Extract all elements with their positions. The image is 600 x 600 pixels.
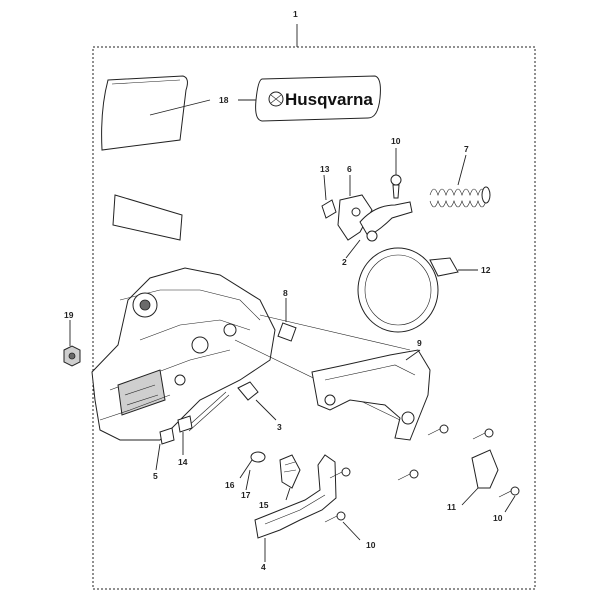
callout-14: 14: [178, 457, 188, 467]
part-17-oring: [250, 451, 266, 463]
part-15-valve: [279, 454, 301, 489]
part-18-decal: [101, 75, 188, 241]
callout-7: 7: [464, 144, 469, 154]
callout-10-bottom-right: 10: [493, 513, 503, 523]
callout-8: 8: [283, 288, 288, 298]
husqvarna-logo-text: Husqvarna: [285, 90, 373, 109]
part-14-pin: [177, 415, 193, 433]
part-10-screw-top: [390, 174, 402, 199]
long-bolt: [185, 391, 230, 432]
part-5-bushing: [159, 427, 175, 445]
callout-19: 19: [64, 310, 74, 320]
callout-5: 5: [153, 471, 158, 481]
callout-labels: 1 2 3 4 5 6 7 8 9 10 10 10 11 12 13 14 1…: [64, 9, 503, 572]
screw-6: [498, 486, 520, 498]
callout-1: 1: [293, 9, 298, 19]
part-13-screw: [321, 199, 337, 219]
callout-9: 9: [417, 338, 422, 348]
part-6-lever: [337, 194, 373, 241]
part-11-block: [471, 449, 499, 489]
part-12-brake-band: [357, 247, 459, 333]
callout-10-bottom-left: 10: [366, 540, 376, 550]
callout-18: 18: [219, 95, 229, 105]
part-19-nut: [63, 345, 81, 367]
part-9-guard: [311, 349, 431, 441]
part-3-clip: [237, 381, 259, 401]
callout-16: 16: [225, 480, 235, 490]
screw-3: [397, 469, 419, 481]
callout-4: 4: [261, 562, 266, 572]
callout-12: 12: [481, 265, 491, 275]
screw-group: [324, 424, 520, 523]
part-7-coil-spring: [429, 186, 491, 208]
callout-13: 13: [320, 164, 330, 174]
part-2-spring: [359, 201, 413, 242]
callout-10-top: 10: [391, 136, 401, 146]
part-4-bracket: [254, 454, 337, 539]
callout-6: 6: [347, 164, 352, 174]
callout-15: 15: [259, 500, 269, 510]
screw-4: [427, 424, 449, 436]
callout-3: 3: [277, 422, 282, 432]
part-8-stud: [277, 322, 297, 342]
husqvarna-logo: Husqvarna: [255, 75, 381, 122]
screw-1: [329, 467, 351, 479]
screw-5: [472, 428, 494, 440]
callout-2: 2: [342, 257, 347, 267]
assembly-frame: [92, 46, 536, 590]
side-cover-housing: [91, 267, 276, 441]
screw-2: [324, 511, 346, 523]
callout-11: 11: [447, 502, 456, 512]
callout-17: 17: [241, 490, 251, 500]
